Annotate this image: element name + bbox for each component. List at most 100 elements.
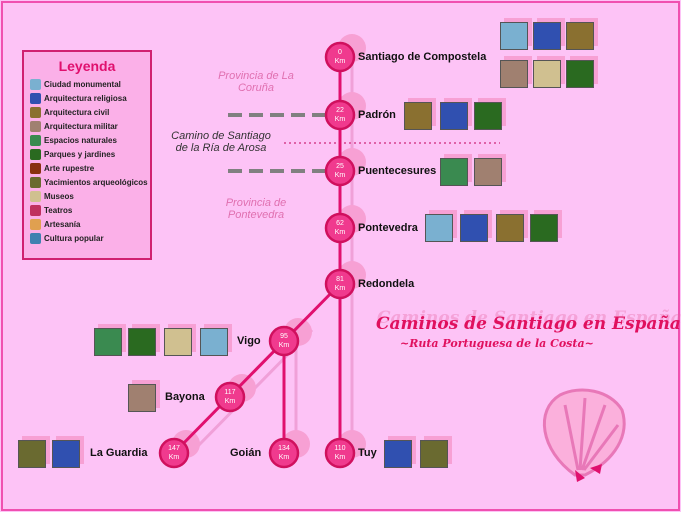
province-label-pontevedra: Provincia de Pontevedra [225,197,287,221]
archaeological-site-icon[interactable] [420,440,448,468]
legend-icon [30,204,41,216]
civil-building-icon[interactable] [496,214,524,242]
stop-name[interactable]: Santiago de Compostela [358,51,487,63]
km-value: 0 [338,49,342,56]
stop-name[interactable]: La Guardia [90,447,148,459]
km-unit: Km [334,285,346,292]
stop-node[interactable] [324,155,356,187]
legend-icon [30,232,41,244]
museum-icon[interactable] [164,328,192,356]
legend-icon [30,218,41,230]
park-icon[interactable] [566,60,594,88]
stop-name[interactable]: Pontevedra [358,222,418,234]
km-value: 134 [278,445,290,452]
castle-icon[interactable] [500,60,528,88]
legend-label: Artesanía [44,219,81,229]
ciudad-monumental-icon[interactable] [500,22,528,50]
km-unit: Km [278,342,290,349]
legend-icon [30,162,41,174]
legend-item: Ciudad monumental [24,77,150,91]
province-label-coruna: Provincia de La Coruña [218,70,294,94]
stop-node[interactable] [324,437,356,469]
stop-node[interactable] [214,381,246,413]
church-icon[interactable] [52,440,80,468]
stop-node[interactable] [268,437,300,469]
archaeological-site-icon[interactable] [18,440,46,468]
stop-node[interactable] [324,212,356,244]
castle-icon[interactable] [128,384,156,412]
church-icon[interactable] [460,214,488,242]
stop-node[interactable] [324,99,356,131]
legend-label: Arquitectura civil [44,107,110,117]
legend-icon [30,106,41,118]
legend-label: Teatros [44,205,73,215]
stop-name[interactable]: Puentecesures [358,165,437,177]
legend-item: Parques y jardines [24,147,150,161]
museum-icon[interactable] [533,60,561,88]
stop-node[interactable] [324,41,356,73]
stop-node[interactable] [158,437,190,469]
legend-label: Arte rupestre [44,163,95,173]
park-icon[interactable] [128,328,156,356]
civil-building-icon[interactable] [566,22,594,50]
legend-item: Arquitectura militar [24,119,150,133]
nature-icon[interactable] [94,328,122,356]
legend-icon [30,120,41,132]
church-icon[interactable] [533,22,561,50]
legend-item: Teatros [24,203,150,217]
stop-name[interactable]: Redondela [358,278,415,290]
stop-name[interactable]: Tuy [358,447,377,459]
legend-label: Museos [44,191,74,201]
park-icon[interactable] [530,214,558,242]
nature-icon[interactable] [440,158,468,186]
stop-node[interactable] [268,325,300,357]
legend-item: Espacios naturales [24,133,150,147]
km-unit: Km [334,116,346,123]
route-line-coast [172,282,342,455]
legend-icon [30,92,41,104]
km-unit: Km [278,454,290,461]
map-subtitle: ~Ruta Portuguesa de la Costa~ [400,337,594,350]
km-value: 22 [336,107,344,114]
park-icon[interactable] [474,102,502,130]
legend-label: Yacimientos arqueológicos [44,177,148,187]
civil-building-icon[interactable] [404,102,432,130]
stop-node[interactable] [324,268,356,300]
stop-name[interactable]: Bayona [165,391,205,403]
legend-label: Espacios naturales [44,135,117,145]
legend-icon [30,134,41,146]
legend-item: Arte rupestre [24,161,150,175]
km-value: 25 [336,163,344,170]
km-unit: Km [334,229,346,236]
ciudad-monumental-icon[interactable] [425,214,453,242]
legend-item: Cultura popular [24,231,150,245]
legend-label: Arquitectura religiosa [44,93,127,103]
stop-name[interactable]: Goián [230,447,262,459]
stop-name[interactable]: Padrón [358,109,396,121]
km-value: 147 [168,445,180,452]
legend-title: Leyenda [58,58,116,74]
legend-label: Cultura popular [44,233,104,243]
legend-label: Parques y jardines [44,149,116,159]
church-icon[interactable] [384,440,412,468]
km-unit: Km [168,454,180,461]
ciudad-monumental-icon[interactable] [200,328,228,356]
km-value: 117 [224,389,236,396]
castle-icon[interactable] [474,158,502,186]
stop-name[interactable]: Vigo [237,335,261,347]
km-value: 81 [336,276,344,283]
legend-item: Arquitectura civil [24,105,150,119]
church-icon[interactable] [440,102,468,130]
legend-icon [30,176,41,188]
km-unit: Km [334,58,346,65]
km-value: 62 [336,220,344,227]
